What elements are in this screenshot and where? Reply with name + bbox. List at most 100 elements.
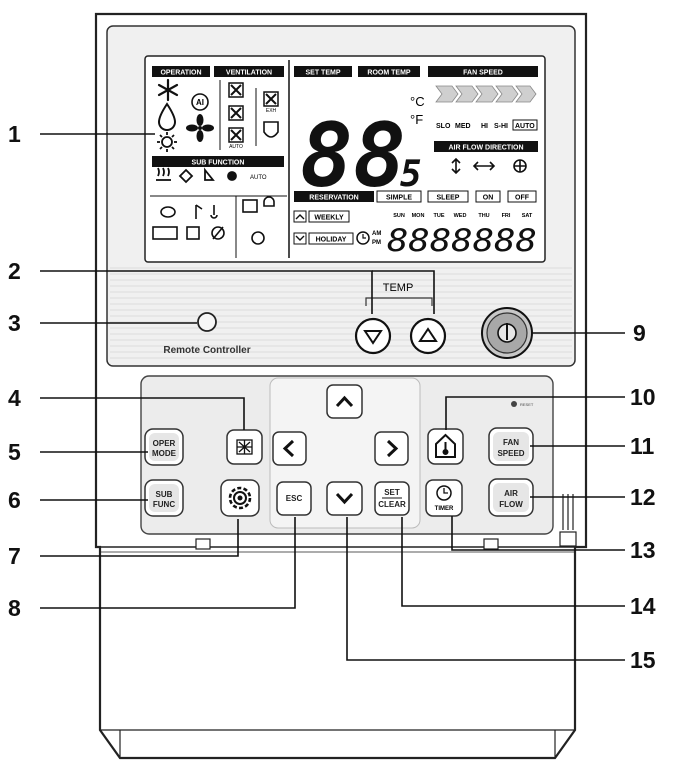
holiday-text: HOLIDAY	[316, 237, 347, 244]
triangle-down-icon	[363, 330, 383, 345]
up-button[interactable]	[326, 384, 363, 419]
oper-mode-button[interactable]: OPER MODE	[144, 428, 184, 466]
day-mon: MON	[412, 213, 425, 219]
clock-digits: 8888888	[387, 223, 537, 259]
ventilation-exh-text: EXH	[266, 108, 277, 114]
auto-mode-icon: AI	[191, 93, 209, 111]
operation-header-text: OPERATION	[160, 70, 201, 77]
callout-9: 9	[633, 320, 646, 346]
ventilation-header	[214, 66, 284, 77]
callout-6: 6	[8, 487, 21, 513]
timer-off-text: OFF	[515, 195, 530, 202]
callout-10: 10	[630, 384, 656, 410]
fan-level-med: MED	[455, 123, 471, 130]
right-button[interactable]	[374, 431, 409, 466]
weekly-up-icon	[293, 210, 307, 223]
fan-mode-icon	[186, 114, 214, 142]
pm-text: PM	[372, 240, 381, 246]
chevron-down-icon	[335, 492, 354, 505]
temp-up-button[interactable]	[409, 317, 447, 355]
power-button[interactable]	[481, 307, 533, 359]
operation-header	[152, 66, 210, 77]
fan-level-slo: SLO	[436, 123, 451, 130]
air-flow-direction-icons	[451, 157, 527, 175]
callout-15: 15	[630, 647, 656, 673]
gear-icon	[228, 486, 252, 510]
side-slots	[195, 494, 577, 550]
air-flow-button[interactable]: AIR FLOW	[488, 478, 534, 517]
sub-function-icons	[156, 167, 237, 184]
fan-speed-header-text: FAN SPEED	[463, 70, 503, 77]
room-temp-header-text: ROOM TEMP	[367, 70, 410, 77]
day-tue: TUE	[434, 213, 445, 219]
holiday-down-icon	[293, 232, 307, 245]
callout-12: 12	[630, 484, 656, 510]
temp-down-button[interactable]	[354, 317, 392, 355]
air-flow-direction-header-text: AIR FLOW DIRECTION	[448, 145, 523, 152]
day-wed: WED	[454, 213, 467, 219]
timer-simple-text: SIMPLE	[386, 195, 412, 202]
timer-button[interactable]: TIMER	[425, 479, 463, 517]
esc-label: ESC	[286, 494, 303, 503]
clear-label: CLEAR	[378, 500, 406, 509]
sub-function-auto-text: AUTO	[250, 175, 267, 181]
dry-mode-icon	[157, 102, 177, 131]
oper-mode-label-1: OPER	[153, 439, 176, 448]
chevron-left-icon	[282, 439, 295, 458]
home-thermometer-icon	[435, 433, 456, 458]
down-button[interactable]	[326, 481, 363, 516]
chevron-right-icon	[386, 439, 399, 458]
sub-func-button[interactable]: SUB FUNC	[144, 479, 184, 517]
air-flow-direction-header	[434, 141, 538, 152]
day-fri: FRI	[502, 213, 511, 219]
day-thu: THU	[478, 213, 489, 219]
ventilation-auto-text: AUTO	[229, 144, 243, 150]
callout-7: 7	[8, 543, 21, 569]
lcd-screen	[144, 55, 546, 263]
fan-speed-button[interactable]: FAN SPEED	[488, 427, 534, 466]
reservation-header	[294, 191, 374, 202]
remote-controller-label: Remote Controller	[163, 345, 250, 356]
fan-speed-bars	[435, 85, 537, 103]
room-temp-header	[358, 66, 420, 77]
callout-11: 11	[630, 433, 655, 459]
set-clear-button[interactable]: SET CLEAR	[374, 481, 410, 516]
room-temp-button[interactable]	[427, 428, 464, 465]
set-temp-digits: 88 5	[300, 104, 422, 207]
set-temp-header	[294, 66, 352, 77]
heat-mode-icon	[157, 132, 177, 152]
air-flow-label-2: FLOW	[499, 500, 523, 509]
fan-level-auto: AUTO	[515, 123, 535, 130]
esc-button[interactable]: ESC	[276, 481, 312, 516]
timer-label: TIMER	[435, 506, 454, 512]
ventilation-button[interactable]	[226, 429, 263, 465]
sub-func-label-1: SUB	[156, 490, 173, 499]
chevron-up-icon	[335, 395, 354, 408]
clock-icon	[356, 231, 370, 245]
callout-13: 13	[630, 537, 656, 563]
reservation-header-text: RESERVATION	[309, 195, 358, 202]
fan-speed-label-1: FAN	[503, 438, 519, 447]
reset-label: RESET	[520, 402, 534, 407]
sub-function-header-text: SUB FUNCTION	[192, 160, 245, 167]
air-flow-label-1: AIR	[504, 489, 518, 498]
callout-5: 5	[8, 439, 21, 465]
am-text: AM	[372, 231, 381, 237]
ventilation-shield-icon	[263, 121, 279, 138]
left-button[interactable]	[272, 431, 307, 466]
sub-function-lower-icons	[152, 196, 275, 245]
callout-3: 3	[8, 310, 21, 336]
settings-button[interactable]	[220, 479, 260, 517]
sub-func-label-2: FUNC	[153, 500, 175, 509]
set-temp-decimal-text: 5	[400, 154, 422, 195]
cool-mode-icon	[157, 78, 179, 102]
timer-sleep-text: SLEEP	[437, 195, 460, 202]
unit-celsius-text: °C	[410, 94, 425, 109]
callout-4: 4	[8, 385, 21, 411]
triangle-up-icon	[418, 327, 438, 342]
sub-function-header	[152, 156, 284, 167]
fan-speed-header	[428, 66, 538, 77]
svg-text:AI: AI	[196, 98, 204, 107]
callout-1: 1	[8, 121, 21, 147]
callout-8: 8	[8, 595, 21, 621]
